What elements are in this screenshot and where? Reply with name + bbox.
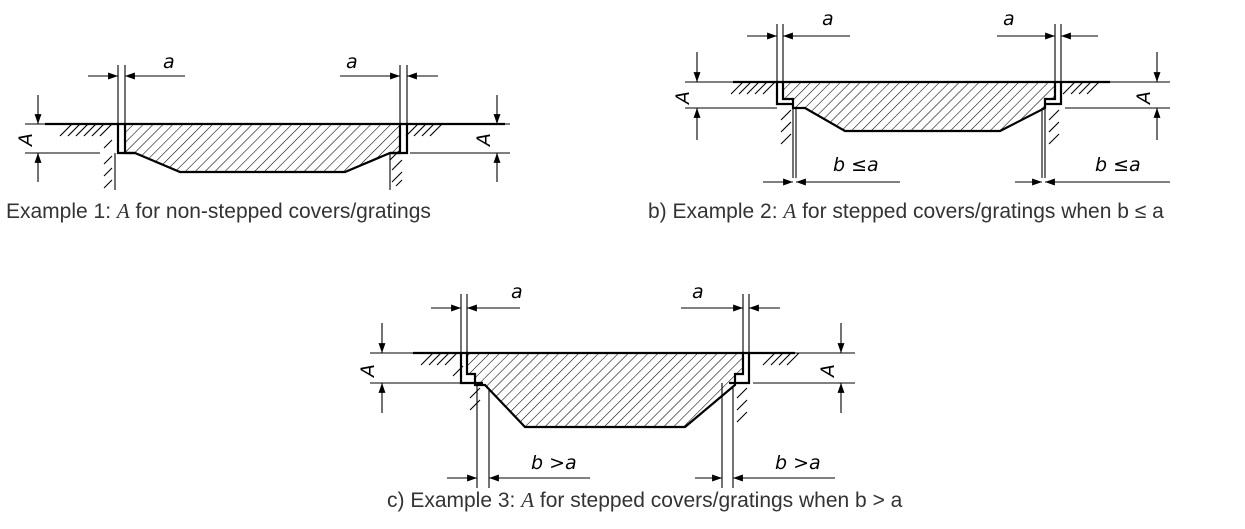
cover-body (781, 80, 1057, 133)
ground-hatch-left (420, 352, 481, 411)
dim-A-left (370, 323, 461, 413)
label-b-right: b >a (775, 452, 821, 474)
ground-hatch-right (736, 352, 800, 423)
dim-a-left (747, 24, 850, 82)
dim-A-left (25, 95, 100, 182)
label-A-right: A (817, 364, 839, 379)
frame-outline (733, 80, 1110, 106)
label-A-left: A (672, 91, 694, 106)
diagram-example-3: a a A A b >a b >a (357, 281, 855, 488)
label-b-left: b ≤a (833, 154, 879, 176)
label-b-right: b ≤a (1095, 154, 1141, 176)
dim-a-left (88, 65, 185, 124)
dim-A-right (410, 95, 510, 182)
diagram-example-2: a a A A b ≤a b ≤a (672, 8, 1170, 186)
dim-A-right (1065, 52, 1170, 140)
ground-hatch-right (391, 123, 443, 187)
label-A-right: A (1133, 91, 1155, 106)
diagram-example-1: a a A A (15, 51, 510, 190)
label-A-right: A (473, 133, 495, 148)
label-a-left: a (822, 8, 834, 30)
dim-a-right (997, 24, 1098, 82)
dim-a-left (431, 294, 520, 353)
label-A-left: A (357, 364, 379, 379)
label-a-left: a (511, 281, 523, 303)
dim-A-left (685, 52, 777, 140)
caption-example-1: Example 1: A for non-stepped covers/grat… (6, 199, 431, 223)
label-A-left: A (15, 133, 37, 148)
label-a-right: a (692, 281, 704, 303)
caption-example-3: c) Example 3: A for stepped covers/grati… (387, 488, 903, 512)
dim-a-right (340, 65, 438, 124)
label-a-left: a (163, 51, 175, 73)
figure-example-1: a a A A (0, 0, 560, 200)
label-b-left: b >a (531, 452, 577, 474)
ground-left (45, 124, 115, 190)
figure-example-3: a a A A b >a b >a (335, 270, 895, 500)
dim-A-right (753, 323, 855, 413)
ground-hatch-right (1048, 81, 1100, 145)
figure-example-2: a a A A b ≤a b ≤a (665, 0, 1225, 200)
ground-hatch-left (59, 123, 113, 189)
label-a-right: a (346, 51, 358, 73)
caption-example-2: b) Example 2: A for stepped covers/grati… (648, 199, 1164, 223)
ground-hatch-left (730, 81, 792, 145)
cover-body (123, 122, 402, 174)
frame-outline (413, 351, 795, 385)
cover-body (465, 351, 745, 429)
label-a-right: a (1003, 8, 1015, 30)
dim-a-right (681, 294, 780, 353)
